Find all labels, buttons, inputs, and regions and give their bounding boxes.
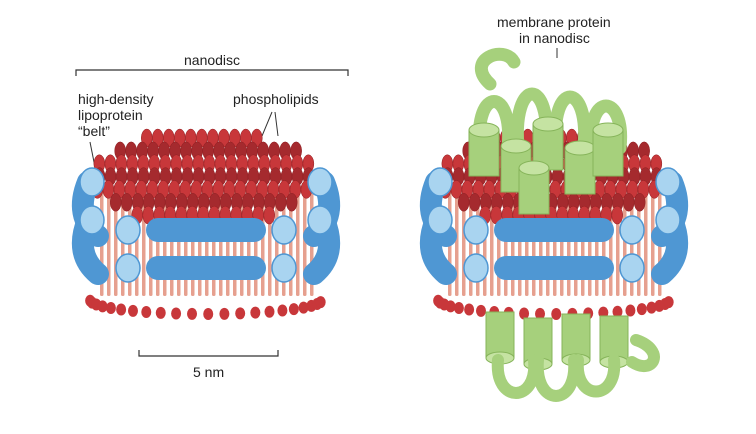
- membrane-protein-label-line2: in nanodisc: [519, 30, 590, 46]
- belt-band-lower: [71, 205, 341, 285]
- lipid-heads-bottom: [85, 294, 326, 320]
- belt-label-line2: lipoprotein: [78, 107, 143, 123]
- membrane-protein: [468, 47, 660, 402]
- protein-loop-bottom: [491, 354, 541, 399]
- belt-label-line1: high-density: [78, 91, 154, 107]
- protein-helix: [564, 140, 596, 195]
- protein-helix: [468, 122, 500, 177]
- lipid-heads-top: [91, 128, 315, 225]
- empty-nanodisc: [71, 128, 341, 320]
- membrane-protein-label-line1: membrane protein: [497, 14, 611, 30]
- protein-helix: [518, 160, 550, 215]
- belt-band-lower: [419, 205, 689, 285]
- protein-loop-bottom: [571, 354, 621, 398]
- nanodisc-label: nanodisc: [184, 52, 241, 68]
- lipoprotein-belt: [419, 167, 689, 285]
- protein-helix: [532, 116, 564, 171]
- protein-nanodisc: [419, 47, 689, 402]
- scale-label: 5 nm: [193, 364, 225, 380]
- protein-terminus: [475, 47, 521, 91]
- protein-loop-bottom: [531, 354, 581, 402]
- lipoprotein-belt: [71, 167, 341, 285]
- scale-bar: [138, 350, 279, 357]
- nanodisc-bracket: [75, 69, 349, 76]
- phospholipids-leader-lines: [261, 111, 279, 137]
- belt-label-line3: “belt”: [78, 123, 110, 139]
- phospholipids-label: phospholipids: [233, 91, 319, 107]
- lipid-heads-bottom: [433, 294, 674, 320]
- protein-terminus-lower: [626, 334, 660, 372]
- protein-helix: [592, 122, 624, 177]
